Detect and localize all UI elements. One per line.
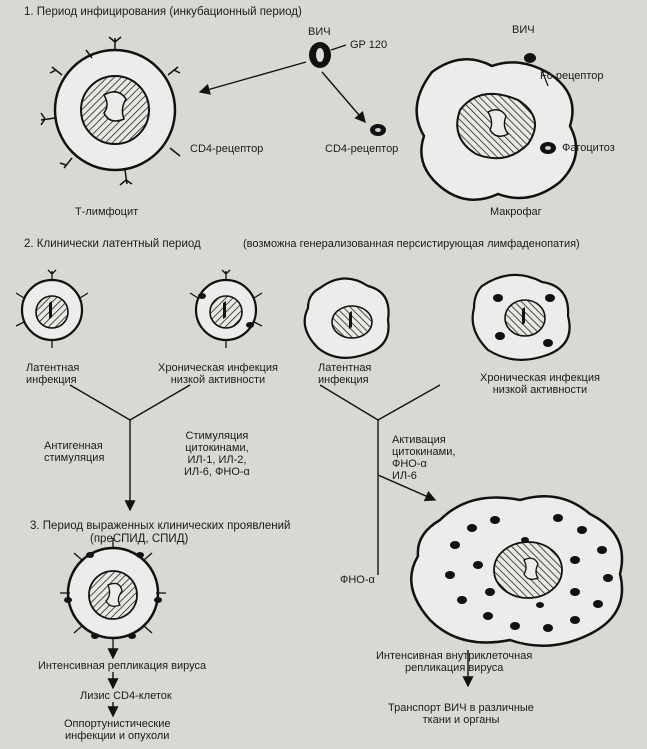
label-t-lymphocyte: Т-лимфоцит	[75, 206, 139, 218]
right-merge-lines	[319, 384, 441, 575]
label-hiv-right: ВИЧ	[512, 24, 535, 36]
header-period3-sub: (преСПИД, СПИД)	[90, 533, 189, 545]
label-fc-receptor: Fc-рецептор	[540, 70, 604, 82]
label-phagocytosis: Фагоцитоз	[562, 142, 615, 154]
left-merge-lines	[69, 384, 191, 512]
arrow-hiv-to-tcell	[198, 61, 307, 95]
latent-tcell-left	[15, 269, 89, 348]
chronic-macrophage	[471, 273, 571, 361]
label-hiv-top: ВИЧ	[308, 26, 331, 38]
cd4-bound-virion	[370, 124, 386, 136]
label-lysis: Лизис CD4-клеток	[80, 690, 172, 702]
latent-macrophage	[303, 277, 390, 359]
chronic-tcell-left	[189, 269, 263, 348]
header-period1: 1. Период инфицирования (инкубационный п…	[24, 6, 302, 18]
macrophage-cell	[415, 53, 578, 201]
hiv-virion	[309, 42, 347, 68]
label-cd4-receptor-mid: CD4-рецептор	[325, 143, 399, 155]
label-fno: ФНО-α	[340, 574, 375, 586]
replicating-macrophage	[410, 494, 624, 648]
label-gp120: GP 120	[350, 39, 388, 51]
fc-receptor-line	[540, 67, 549, 87]
header-period3: 3. Период выраженных клинических проявле…	[30, 520, 291, 532]
label-macrophage: Макрофаг	[490, 206, 542, 218]
t-lymphocyte-cell	[40, 36, 181, 186]
label-cd4-receptor-left: CD4-рецептор	[190, 143, 264, 155]
label-replication-left: Интенсивная репликация вируса	[38, 660, 207, 672]
replicating-tcell	[60, 538, 166, 648]
header-period2: 2. Клинически латентный период	[24, 238, 201, 250]
arrow-hiv-to-cd4	[321, 71, 366, 124]
header-period2-note: (возможна генерализованная персистирующа…	[243, 238, 580, 250]
